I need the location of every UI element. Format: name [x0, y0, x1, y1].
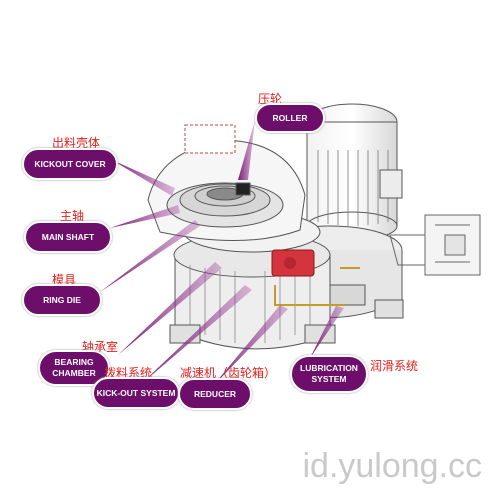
motor-bracket — [389, 214, 481, 276]
main-shaft-label: MAIN SHAFT — [24, 221, 112, 253]
kickout-cover-cn-label: 出料壳体 — [52, 136, 101, 150]
roller-label: ROLLER — [255, 103, 325, 133]
main-shaft-cn-label: 主轴 — [60, 209, 85, 223]
reducer-label: REDUCER — [178, 378, 252, 410]
bearing-chamber-label-line1: BEARING — [54, 357, 94, 367]
kickout-system-cn-label: 拨料系统 — [104, 366, 153, 380]
ring-die-label: RING DIE — [22, 284, 102, 316]
watermark-text: id.yulong.cc — [302, 447, 482, 485]
lubrication-system-label: LUBRICATION SYSTEM — [290, 355, 368, 393]
bearing-chamber-label-line2: CHAMBER — [52, 368, 96, 378]
lubrication-system-label-line2: SYSTEM — [311, 374, 347, 384]
kickout-cover-label: KICKOUT COVER — [22, 148, 118, 180]
gear-detail — [271, 249, 360, 306]
lubrication-system-cn-label: 润滑系统 — [370, 359, 419, 373]
lubrication-system-label-line1: LUBRICATION — [300, 363, 358, 373]
ring-die-cn-label: 模具 — [52, 273, 77, 287]
ring-die — [166, 182, 284, 228]
label-pointers — [100, 120, 344, 387]
kickout-system-label: KICK-OUT SYSTEM — [92, 377, 180, 409]
roller-cn-label: 压轮 — [258, 92, 283, 106]
reducer-cn-label: 减速机（齿轮箱） — [180, 366, 277, 380]
